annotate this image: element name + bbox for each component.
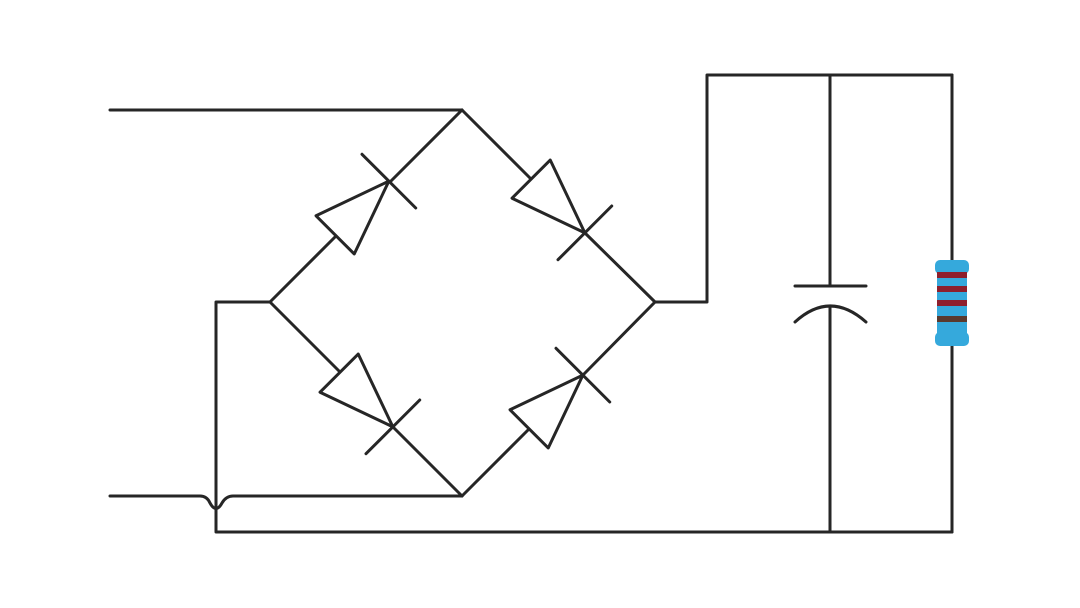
resistor-cap-top	[935, 260, 969, 274]
wire-bridge-ll-b	[392, 426, 464, 498]
diode-cathode-bar	[360, 152, 418, 210]
wire-bridge-ul-b	[388, 108, 464, 184]
resistor-band	[937, 316, 967, 322]
wire-bridge-ur-a	[460, 108, 534, 182]
diodes	[314, 152, 614, 456]
diode-triangle	[318, 352, 395, 429]
wire-bridge-ul-a	[268, 234, 338, 304]
wire-bridge-ur-b	[584, 232, 657, 304]
resistor-band	[937, 272, 967, 278]
diode-triangle	[314, 179, 391, 256]
diode-bridge-lower-left	[318, 352, 422, 456]
diode-bridge-upper-left	[314, 152, 418, 256]
capacitor-plate-curved	[793, 304, 868, 324]
diode-bridge-lower-right	[508, 346, 612, 450]
resistor-band	[937, 286, 967, 292]
wire-positive-output	[653, 73, 954, 304]
diode-triangle	[508, 373, 585, 450]
wire-bridge-lr-b	[582, 300, 657, 376]
wire-bridge-ll-a	[268, 300, 342, 374]
diode-bridge-upper-right	[510, 158, 614, 262]
resistor-symbol	[935, 260, 969, 346]
diode-cathode-bar	[364, 398, 422, 456]
resistor-cap-bottom	[935, 332, 969, 346]
wire-ac-input-bottom	[108, 494, 464, 510]
diode-cathode-bar	[556, 204, 614, 262]
resistor-bands	[937, 272, 967, 322]
wire-bridge-lr-a	[460, 426, 532, 498]
diode-triangle	[510, 158, 587, 235]
wires	[108, 73, 954, 534]
resistor-band	[937, 300, 967, 306]
diode-cathode-bar	[554, 346, 612, 404]
capacitor-symbol	[793, 284, 868, 324]
wire-left-node-return	[214, 300, 954, 534]
